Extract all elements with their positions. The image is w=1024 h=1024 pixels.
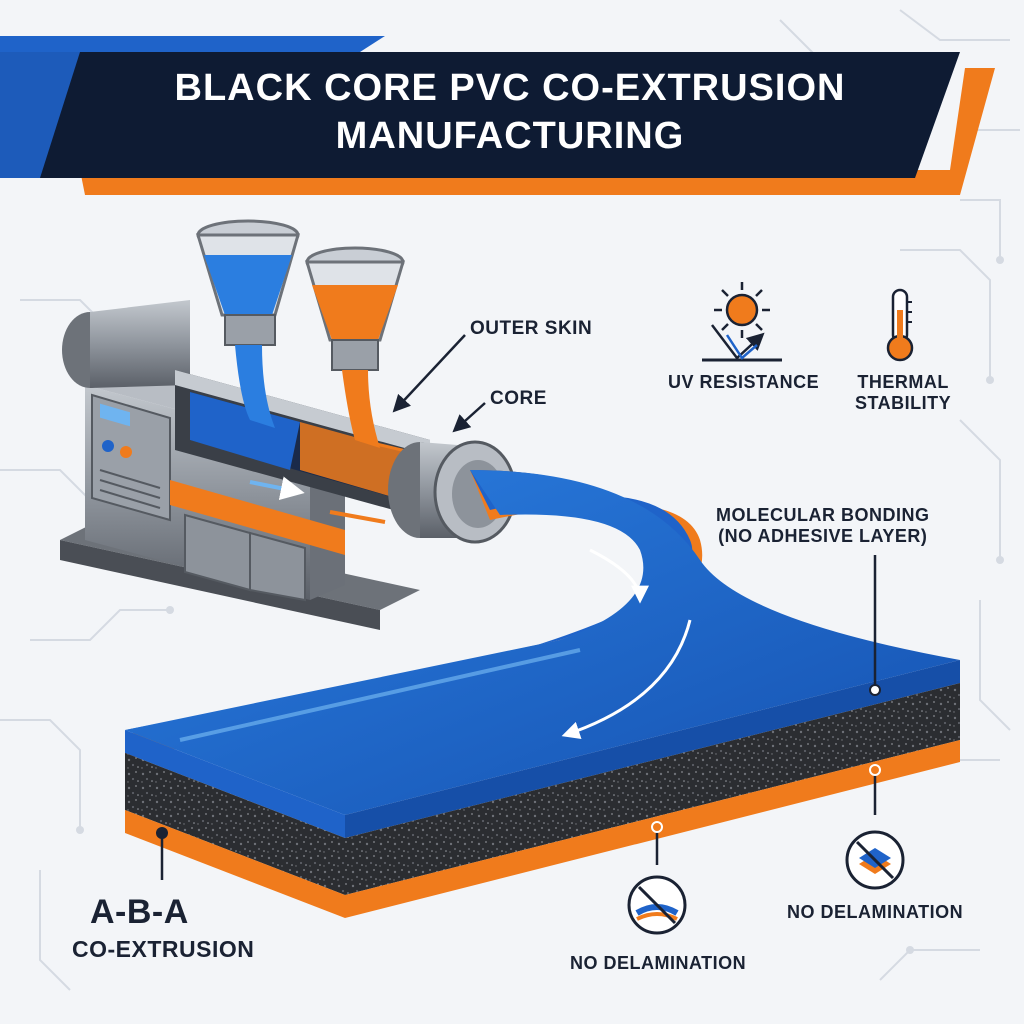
molecular-bonding-line-1: MOLECULAR BONDING: [716, 505, 930, 525]
blue-hopper: [195, 219, 300, 428]
outer-skin-label: OUTER SKIN: [470, 318, 593, 339]
title-banner: [0, 36, 995, 195]
stacked-layers-crossed-icon: [845, 830, 905, 890]
callout-lines: [160, 334, 877, 880]
title-line-2: MANUFACTURING: [335, 115, 685, 157]
co-extrusion-label: CO-EXTRUSION: [72, 936, 255, 962]
core-label: CORE: [490, 388, 547, 409]
peeling-layer-crossed-icon: [627, 875, 687, 935]
title-line-1: BLACK CORE PVC CO-EXTRUSION: [174, 67, 846, 109]
thermal-stability-line-1: THERMAL: [857, 372, 949, 392]
aba-label: A-B-A: [90, 893, 189, 931]
orange-hopper: [304, 246, 406, 448]
thermometer-icon: [886, 288, 914, 362]
extrusion-die: [388, 440, 517, 544]
thermal-stability-label: THERMAL STABILITY: [855, 372, 951, 414]
title-block: BLACK CORE PVC CO-EXTRUSION MANUFACTURIN…: [60, 52, 960, 172]
sun-uv-icon: [702, 282, 782, 362]
callout-dots: [156, 684, 881, 839]
uv-resistance-label: UV RESISTANCE: [668, 372, 820, 392]
thermal-stability-line-2: STABILITY: [855, 393, 952, 413]
no-delamination-left-label: NO DELAMINATION: [570, 953, 747, 973]
molecular-bonding-label: MOLECULAR BONDING (NO ADHESIVE LAYER): [716, 505, 930, 547]
extruder-machine: [60, 219, 517, 630]
circuit-lines-decoration: [0, 9, 1020, 991]
no-delamination-right-label: NO DELAMINATION: [787, 902, 964, 922]
molecular-bonding-line-2: (NO ADHESIVE LAYER): [718, 526, 928, 546]
